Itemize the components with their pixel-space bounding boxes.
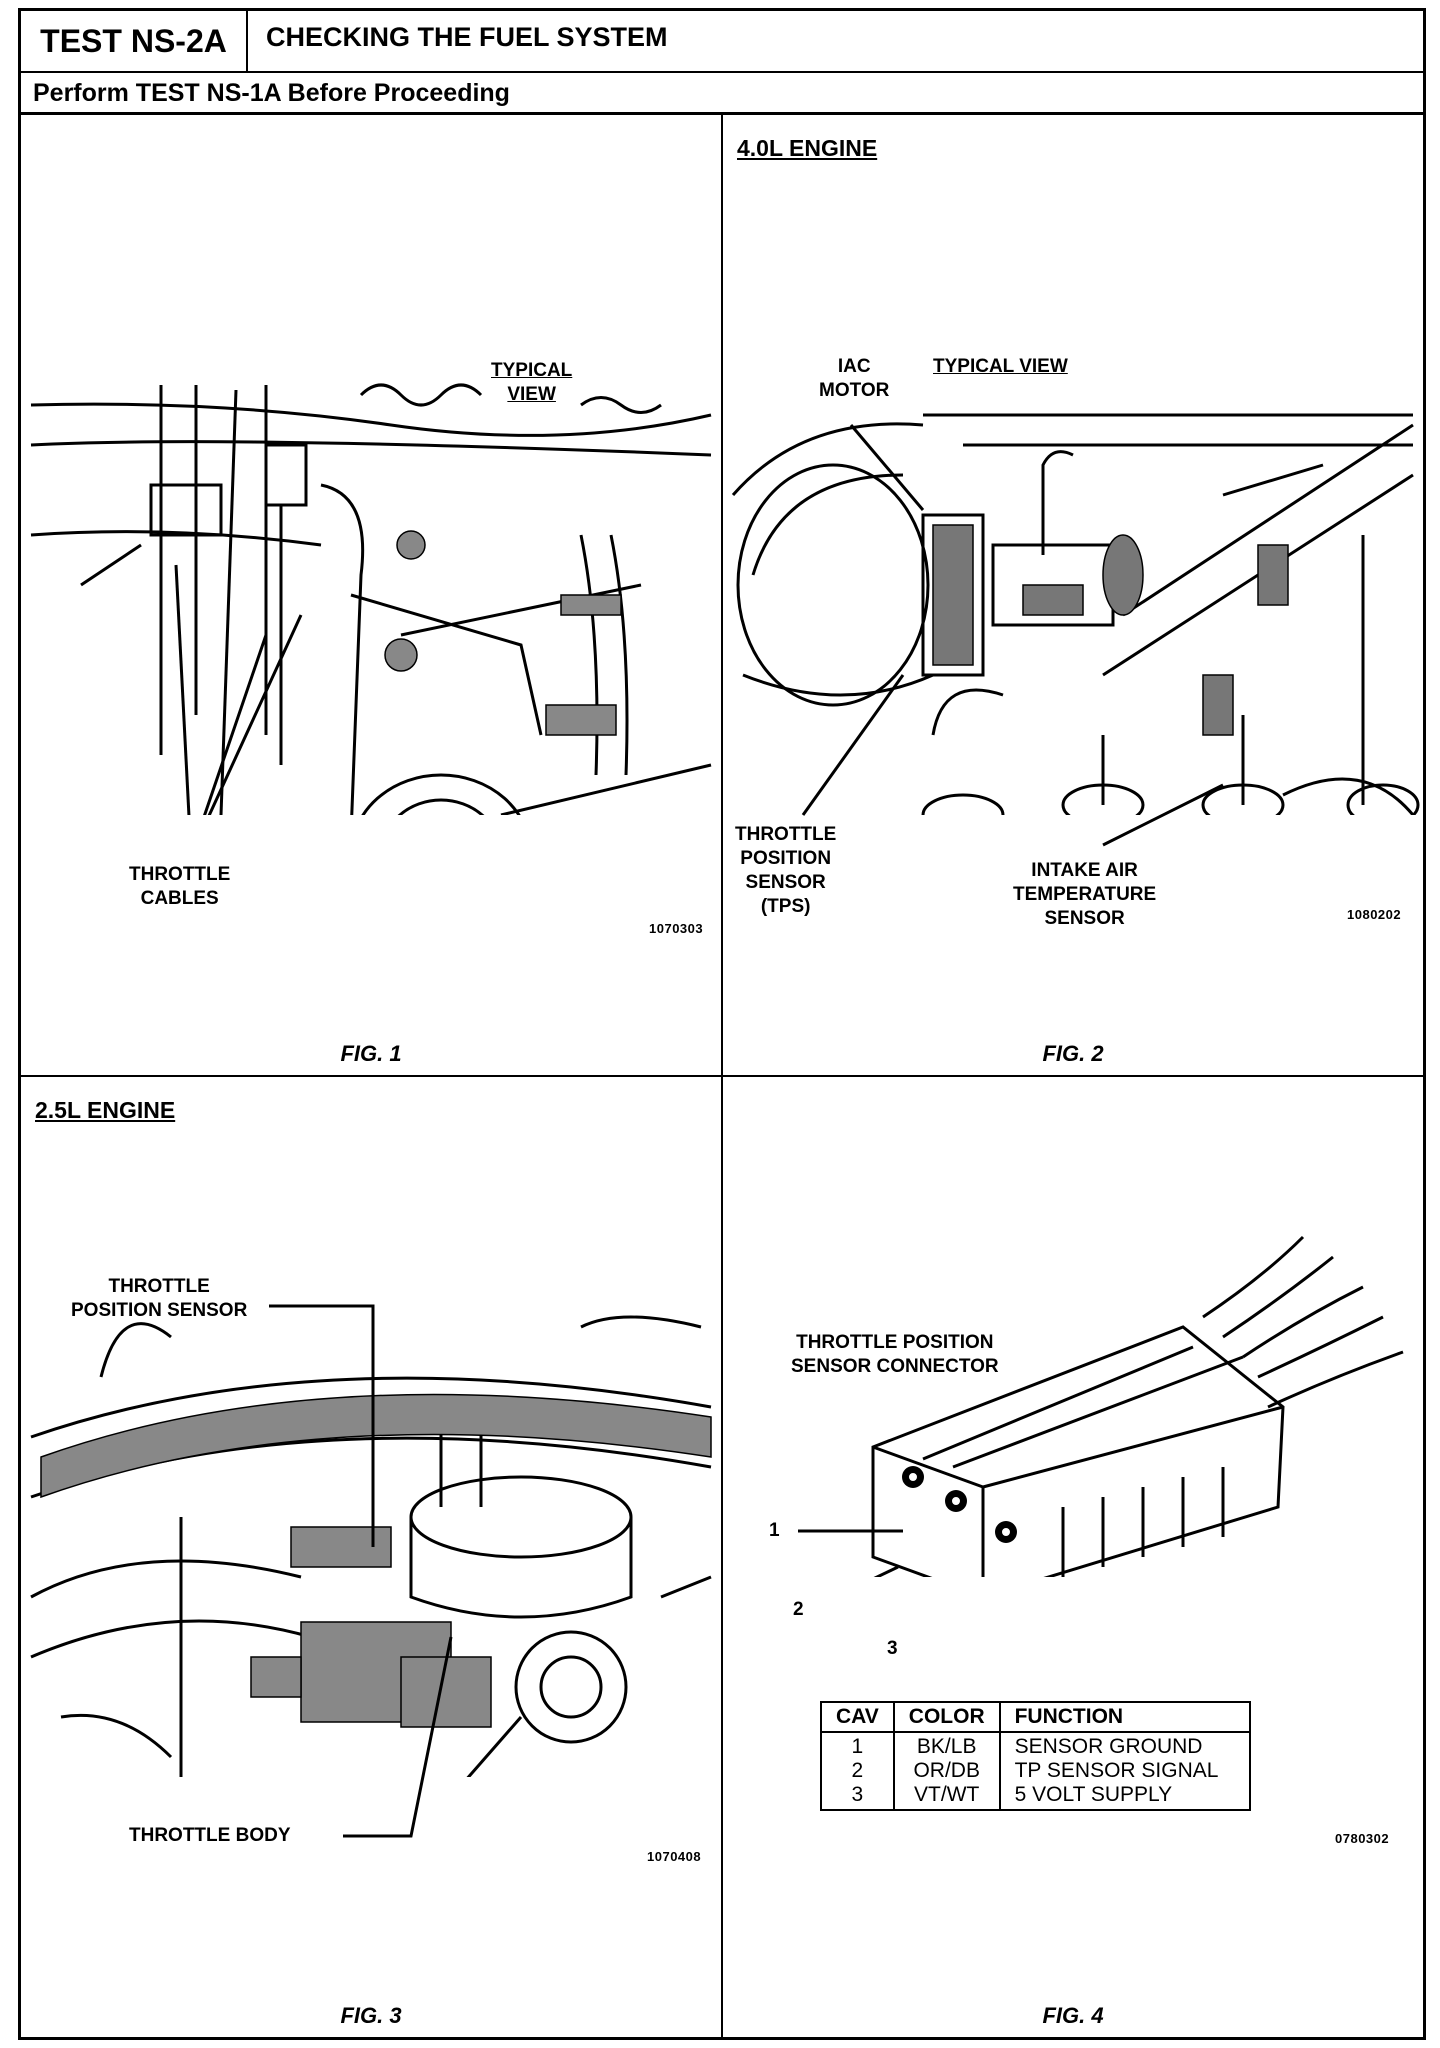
table-row: 1 2 3 BK/LB OR/DB VT/WT SENSOR GROUND TP… — [820, 1731, 1251, 1811]
figure-4-panel: THROTTLE POSITION SENSOR CONNECTOR 1 2 3… — [723, 1077, 1423, 2037]
typical-view-label: TYPICAL VIEW — [933, 356, 1068, 377]
page-subtitle: Perform TEST NS-1A Before Proceeding — [21, 71, 1423, 115]
typical-view-line-1: TYPICAL — [491, 360, 573, 381]
tps-line-3: SENSOR — [745, 872, 826, 893]
color-cell: BK/LB OR/DB VT/WT — [892, 1731, 1001, 1811]
tps-label: THROTTLE POSITION SENSOR (TPS) — [735, 823, 836, 919]
engine-heading: 4.0L ENGINE — [737, 135, 878, 161]
iat-line-1: INTAKE AIR — [1031, 860, 1138, 881]
iac-line-2: MOTOR — [819, 380, 890, 401]
test-id-box: TEST NS-2A — [21, 11, 248, 71]
tps-label: THROTTLE POSITION SENSOR — [71, 1275, 247, 1323]
pin-3-label: 3 — [887, 1638, 898, 1659]
figure-caption: FIG. 4 — [1042, 2003, 1104, 2028]
figure-code: 1070408 — [647, 1849, 702, 1864]
figure-1-panel: TYPICAL VIEW THROTTLE CABLES 1070303 FIG… — [21, 115, 723, 1077]
iat-sensor-label: INTAKE AIR TEMPERATURE SENSOR — [1013, 859, 1156, 931]
throttle-cables-line-1: THROTTLE — [129, 864, 231, 885]
engine-heading: 2.5L ENGINE — [35, 1097, 176, 1123]
cav-cell: 1 2 3 — [820, 1731, 895, 1811]
function-value: SENSOR GROUND — [1014, 1735, 1203, 1758]
figure-caption: FIG. 3 — [340, 2003, 402, 2028]
tps-line-2: POSITION — [740, 848, 832, 869]
color-value: VT/WT — [914, 1783, 980, 1806]
pin-2-label: 2 — [793, 1599, 804, 1620]
connector-illustration — [871, 1235, 1404, 1577]
cavity-table: CAV COLOR FUNCTION 1 2 3 BK/LB OR/DB VT/… — [820, 1701, 1251, 1811]
header-cav: CAV — [820, 1701, 895, 1733]
header-color: COLOR — [892, 1701, 1001, 1733]
figure-3-panel: 2.5L ENGINE — [21, 1077, 723, 2037]
color-value: OR/DB — [913, 1759, 980, 1782]
function-cell: SENSOR GROUND TP SENSOR SIGNAL 5 VOLT SU… — [998, 1731, 1251, 1811]
cav-value: 2 — [851, 1759, 864, 1782]
iac-tps-illustration — [731, 413, 1420, 815]
function-value: TP SENSOR SIGNAL — [1014, 1759, 1219, 1782]
connector-label: THROTTLE POSITION SENSOR CONNECTOR — [791, 1331, 999, 1379]
tps-line-4: (TPS) — [760, 896, 811, 917]
iat-line-2: TEMPERATURE — [1013, 884, 1157, 905]
figure-code: 0780302 — [1335, 1831, 1390, 1846]
leader-lines — [174, 564, 303, 815]
figure-2-panel: 4.0L ENGINE — [723, 115, 1423, 1077]
tps-line-1: THROTTLE — [735, 824, 837, 845]
typical-view-line-2: VIEW — [507, 384, 556, 405]
header-function: FUNCTION — [998, 1701, 1251, 1733]
throttle-body-label: THROTTLE BODY — [129, 1825, 291, 1846]
cav-value: 3 — [851, 1783, 864, 1806]
connector-line-2: SENSOR CONNECTOR — [791, 1356, 999, 1377]
tps-line-2: POSITION SENSOR — [71, 1300, 248, 1321]
throttle-cables-illustration — [30, 383, 712, 815]
typical-view-label: TYPICAL VIEW — [491, 359, 572, 407]
throttle-body-illustration — [30, 1315, 712, 1777]
header-row: TEST NS-2A CHECKING THE FUEL SYSTEM — [21, 11, 1423, 73]
iat-line-3: SENSOR — [1044, 908, 1125, 929]
table-header-row: CAV COLOR FUNCTION — [820, 1701, 1251, 1733]
leader-lines — [269, 1304, 453, 1838]
service-manual-page: TEST NS-2A CHECKING THE FUEL SYSTEM Perf… — [18, 8, 1426, 2040]
figure-caption: FIG. 2 — [1042, 1041, 1104, 1066]
iac-motor-label: IAC MOTOR — [819, 355, 889, 403]
leader-lines — [801, 424, 1224, 847]
iac-line-1: IAC — [837, 356, 871, 377]
page-title: CHECKING THE FUEL SYSTEM — [266, 22, 668, 52]
connector-line-1: THROTTLE POSITION — [796, 1332, 994, 1353]
throttle-cables-label: THROTTLE CABLES — [129, 863, 230, 911]
cav-value: 1 — [851, 1735, 864, 1758]
function-value: 5 VOLT SUPPLY — [1014, 1783, 1173, 1806]
figure-caption: FIG. 1 — [340, 1041, 402, 1066]
color-value: BK/LB — [916, 1735, 977, 1758]
leader-lines — [798, 1529, 903, 1577]
pin-1-label: 1 — [769, 1520, 780, 1541]
figure-code: 1070303 — [649, 921, 704, 936]
throttle-cables-line-2: CABLES — [140, 888, 219, 909]
figure-code: 1080202 — [1347, 907, 1402, 922]
tps-line-1: THROTTLE — [108, 1276, 210, 1297]
